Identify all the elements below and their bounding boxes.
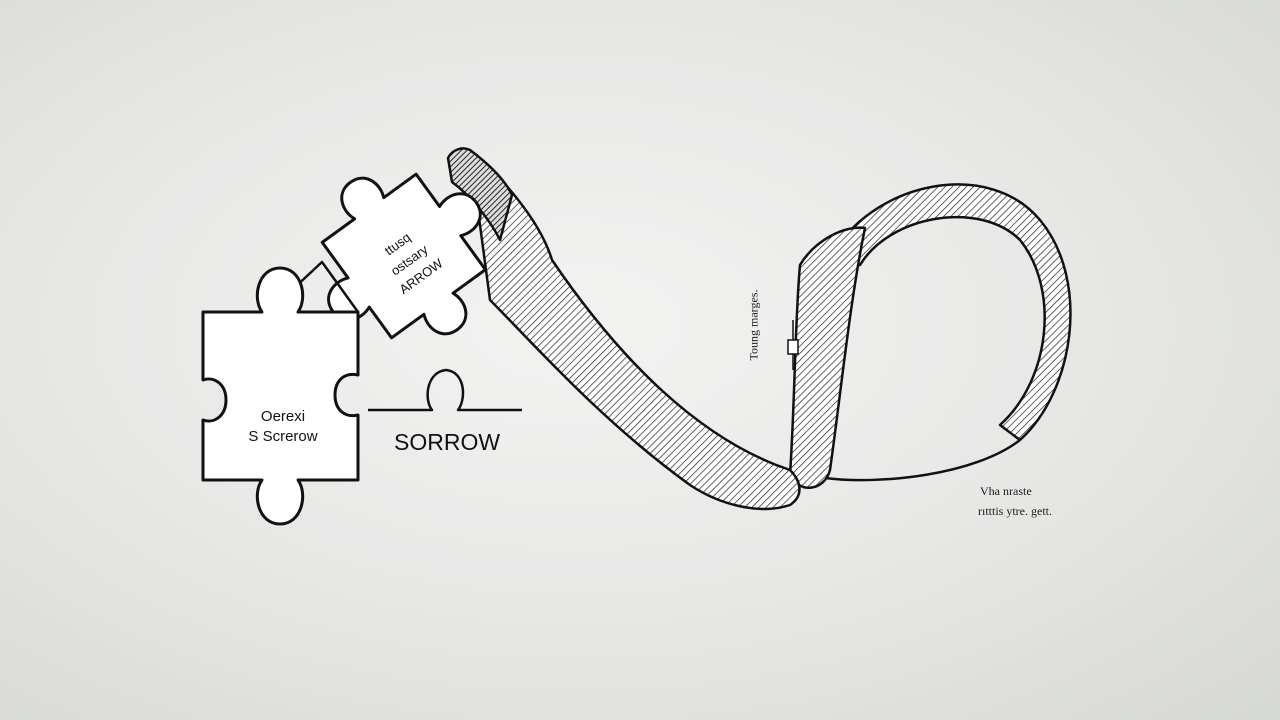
left-piece-line1: Oerexi: [261, 408, 305, 425]
ribbon-twist: [788, 226, 867, 489]
puzzle-piece-left: [201, 266, 360, 526]
ribbon-note: Toung marges.: [746, 289, 761, 361]
bottom-note-line2: rıtttis ytre. gett.: [978, 504, 1052, 518]
puzzle-piece-tilted: ttusq ostsary ARROW: [320, 172, 487, 340]
connector-triangle: [291, 260, 360, 313]
left-piece-line2: S Screrow: [248, 428, 317, 445]
bottom-note-line1: Vha nraste: [980, 484, 1032, 498]
ribbon-note-marker: [787, 339, 799, 355]
ribbon-loop-outline: [824, 439, 1021, 482]
ribbon-loop-back: [833, 183, 1072, 442]
puzzle-piece-lower-edge: [368, 368, 522, 412]
sorrow-label: SORROW: [394, 429, 500, 455]
